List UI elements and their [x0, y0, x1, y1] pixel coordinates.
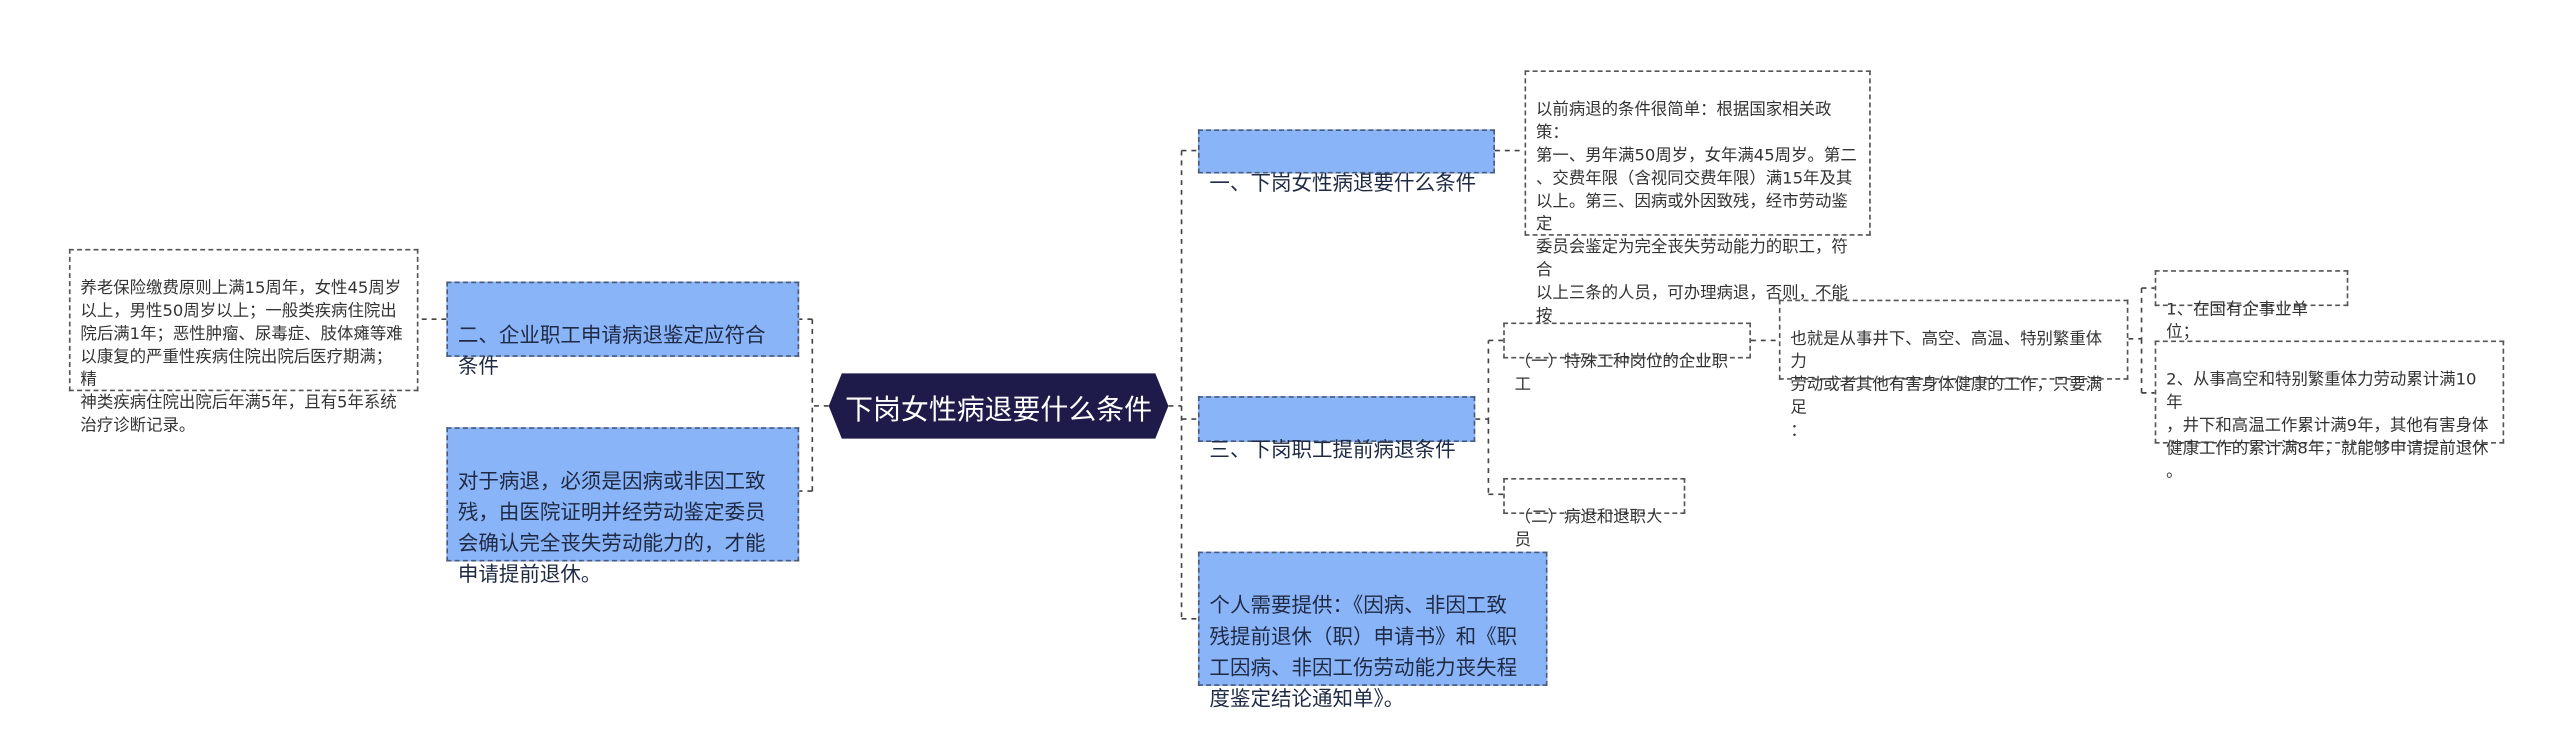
condition-1[interactable]: 1、在国有企事业单位； — [2154, 270, 2349, 342]
special-post-detail[interactable]: 也就是从事井下、高空、高温、特别繁重体力 劳动或者其他有害身体健康的工作，只要满… — [1778, 299, 2129, 440]
topic-2-detail-text: 养老保险缴费原则上满15周年，女性45周岁 以上，男性50周岁以上；一般类疾病住… — [80, 279, 403, 436]
topic-3-label: 三、下岗职工提前病退条件 — [1209, 437, 1456, 462]
special-post-label: （一）特殊工种岗位的企业职工 — [1514, 353, 1728, 395]
special-post-node[interactable]: （一）特殊工种岗位的企业职工 — [1503, 322, 1751, 395]
root-hexagon-shape — [828, 373, 1169, 439]
topic-2-label: 二、企业职工申请病退鉴定应符合 条件 — [457, 322, 766, 379]
sick-retire-label: （二）病退和退职人员 — [1514, 509, 1663, 551]
topic-1[interactable]: 一、下岗女性病退要什么条件 — [1197, 129, 1495, 195]
sick-retire-node[interactable]: （二）病退和退职人员 — [1503, 477, 1686, 550]
condition-2[interactable]: 2、从事高空和特别繁重体力劳动累计满10年 ，井下和高温工作累计满9年，其他有害… — [2154, 340, 2505, 481]
topic-1-detail[interactable]: 以前病退的条件很简单：根据国家相关政策： 第一、男年满50周岁，女年满45周岁。… — [1524, 70, 1871, 349]
special-post-detail-text: 也就是从事井下、高空、高温、特别繁重体力 劳动或者其他有害身体健康的工作，只要满… — [1790, 330, 2103, 441]
condition-1-text: 1、在国有企事业单位； — [2166, 301, 2308, 343]
topic-4-label: 个人需要提供：《因病、非因工致 残提前退休（职）申请书》和《职 工因病、非因工伤… — [1209, 592, 1518, 711]
condition-2-text: 2、从事高空和特别繁重体力劳动累计满10年 ，井下和高温工作累计满9年，其他有害… — [2166, 371, 2489, 482]
connector-detail-bus — [2128, 288, 2143, 393]
topic-3[interactable]: 三、下岗职工提前病退条件 — [1197, 396, 1476, 462]
topic-2-detail[interactable]: 养老保险缴费原则上满15周年，女性45周岁 以上，男性50周岁以上；一般类疾病住… — [68, 248, 419, 435]
connector-topic3-bus — [1475, 340, 1490, 495]
topic-1-detail-text: 以前病退的条件很简单：根据国家相关政策： 第一、男年满50周岁，女年满45周岁。… — [1535, 101, 1857, 348]
topic-4[interactable]: 个人需要提供：《因病、非因工致 残提前退休（职）申请书》和《职 工因病、非因工伤… — [1197, 551, 1548, 710]
topic-1-label: 一、下岗女性病退要什么条件 — [1209, 170, 1477, 195]
topic-5-label: 对于病退，必须是因病或非因工致 残，由医院证明并经劳动鉴定委员 会确认完全丧失劳… — [457, 468, 766, 587]
root-label: 下岗女性病退要什么条件 — [845, 393, 1152, 427]
topic-5[interactable]: 对于病退，必须是因病或非因工致 残，由医院证明并经劳动鉴定委员 会确认完全丧失劳… — [446, 427, 800, 586]
topic-2[interactable]: 二、企业职工申请病退鉴定应符合 条件 — [446, 281, 800, 378]
root-node[interactable]: 下岗女性病退要什么条件 — [828, 373, 1169, 439]
